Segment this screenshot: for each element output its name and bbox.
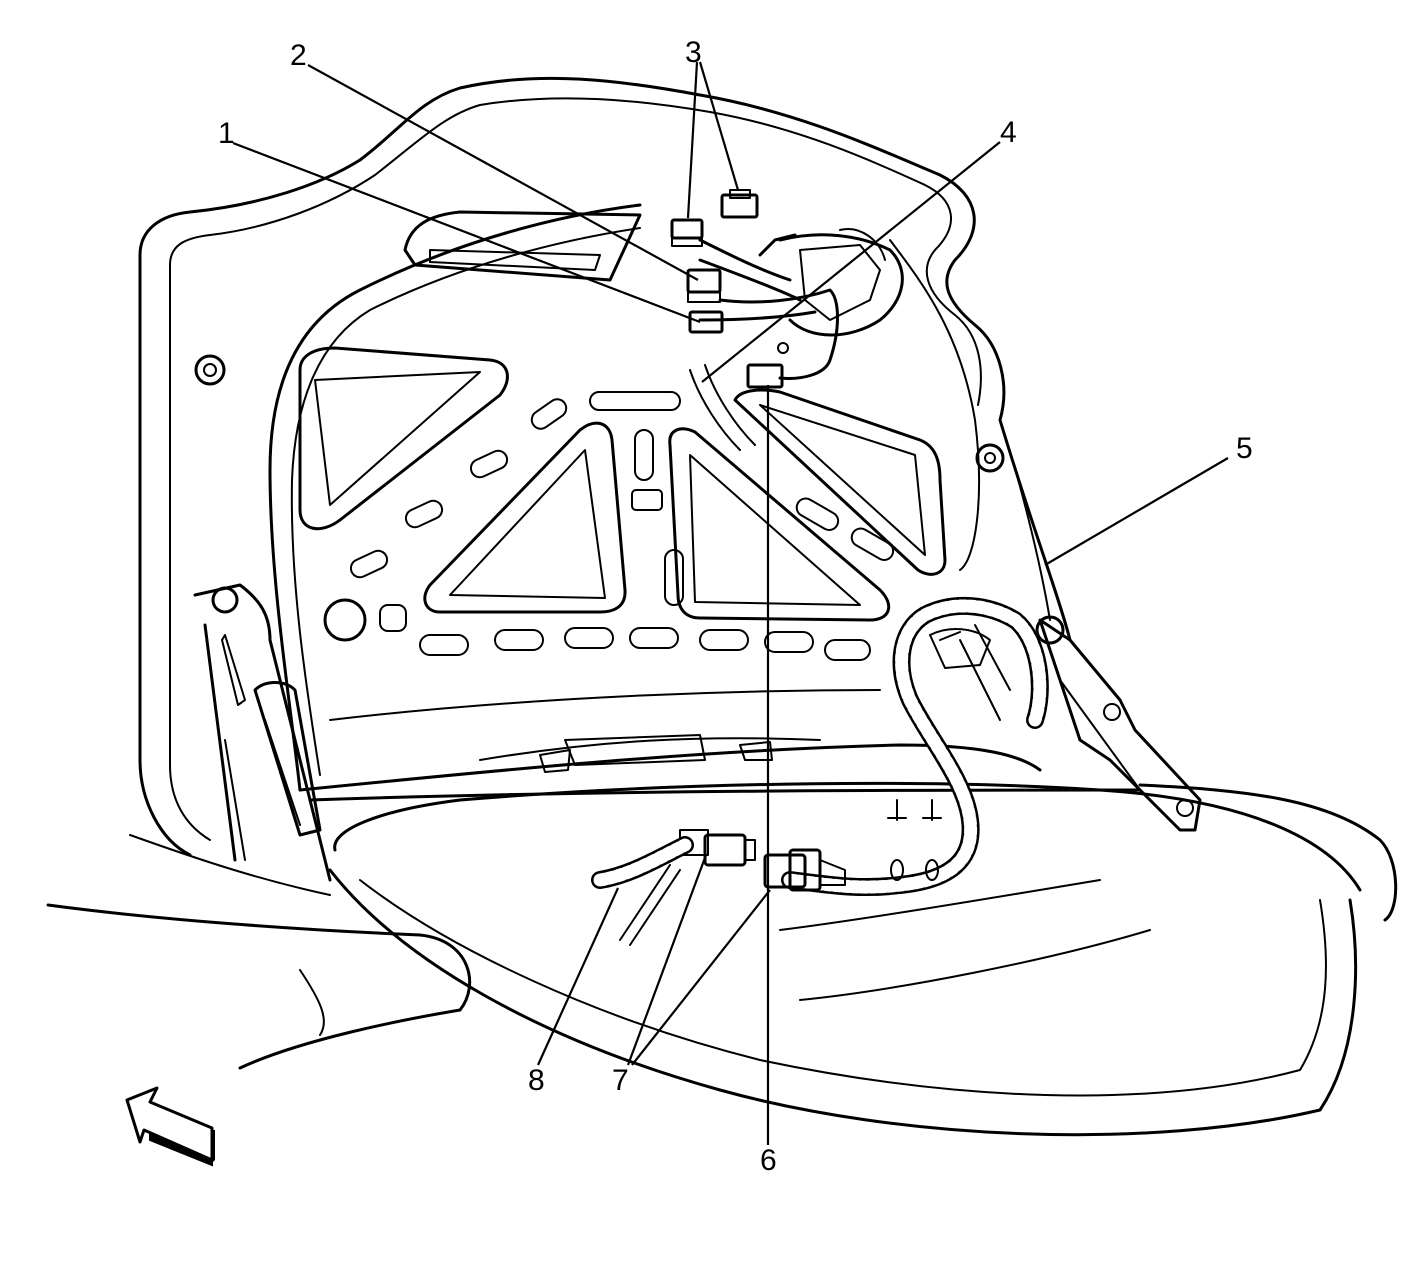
inner-cutout-right bbox=[668, 427, 891, 622]
connector-4 bbox=[746, 342, 789, 389]
connector-3b bbox=[720, 189, 759, 219]
callout-4: 4 bbox=[1000, 116, 1017, 149]
callout-5: 5 bbox=[1236, 432, 1253, 465]
inner-cutout-center bbox=[423, 421, 627, 614]
inner-cutout-upper bbox=[403, 210, 642, 282]
trunk-lid-wiring-harness bbox=[781, 596, 1049, 897]
callout-2: 2 bbox=[290, 39, 307, 72]
lid-mounting-bolts bbox=[194, 354, 1065, 645]
lid-stamped-holes bbox=[323, 391, 895, 661]
connector-1 bbox=[688, 310, 724, 334]
front-direction-arrow-icon bbox=[125, 1086, 215, 1167]
trunk-opening bbox=[308, 734, 1398, 1137]
lower-connector-7b bbox=[763, 848, 846, 892]
rear-quarter-panel bbox=[46, 834, 472, 1070]
inner-cutout-upper-right bbox=[733, 388, 947, 576]
callout-6: 6 bbox=[760, 1144, 777, 1177]
inner-cutout-left bbox=[298, 346, 509, 531]
connector-3a bbox=[670, 218, 704, 247]
leader-lines bbox=[232, 61, 1229, 1145]
right-hinge bbox=[1038, 618, 1202, 832]
upper-wiring-harness bbox=[689, 228, 904, 451]
harness-retainers bbox=[887, 799, 942, 881]
trunk-lid-outer bbox=[138, 76, 1072, 857]
body-wiring-harness bbox=[591, 836, 694, 946]
connector-2 bbox=[686, 268, 722, 303]
trunk-lid-inner-panel bbox=[268, 203, 1042, 792]
callout-3: 3 bbox=[685, 36, 702, 69]
callout-1: 1 bbox=[218, 117, 235, 150]
left-hinge-strut bbox=[193, 583, 332, 882]
callout-7: 7 bbox=[612, 1064, 629, 1097]
callout-8: 8 bbox=[528, 1064, 545, 1097]
